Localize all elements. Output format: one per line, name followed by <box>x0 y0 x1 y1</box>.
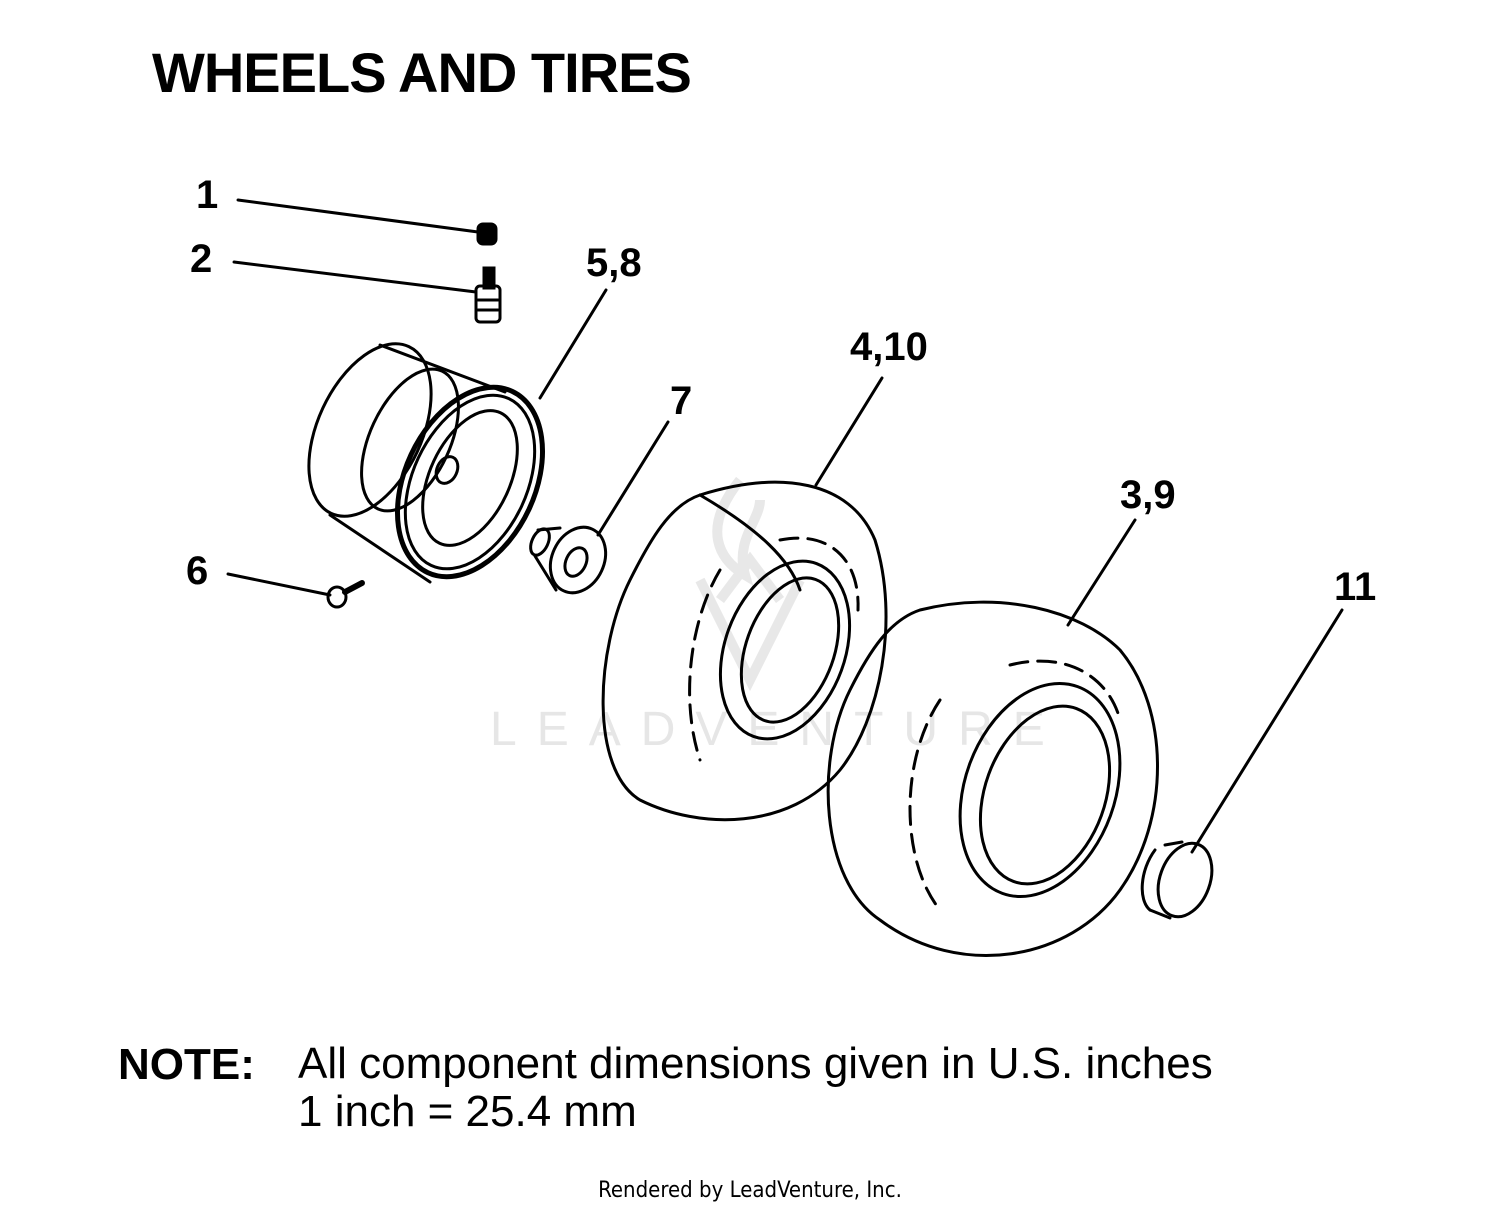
callout-1: 1 <box>196 173 218 217</box>
callout-4-10: 4,10 <box>850 325 928 369</box>
callout-3-9: 3,9 <box>1120 473 1176 517</box>
leader-line-3-9 <box>1066 518 1137 627</box>
leader-line-6 <box>226 572 332 597</box>
hub-cap <box>1140 840 1214 920</box>
note-lines: All component dimensions given in U.S. i… <box>298 1040 1213 1136</box>
valve-stem <box>474 266 502 324</box>
note-block: NOTE: All component dimensions given in … <box>118 1040 1213 1136</box>
wheel-rim <box>307 342 546 584</box>
callout-2: 2 <box>190 237 212 281</box>
leader-line-2 <box>232 260 478 294</box>
valve-cap <box>476 222 498 246</box>
front-tire <box>601 480 888 822</box>
callout-7: 7 <box>670 379 692 423</box>
leadventure-logo-icon <box>695 476 805 692</box>
leader-line-5-8 <box>538 288 608 400</box>
rear-tire <box>826 600 1159 957</box>
bushing <box>529 525 608 595</box>
lug-bolt <box>326 580 365 609</box>
page-title: WHEELS AND TIRES <box>152 41 692 104</box>
note-line-1: All component dimensions given in U.S. i… <box>298 1039 1213 1088</box>
footer-credit: Rendered by LeadVenture, Inc. <box>598 1178 902 1203</box>
callout-11: 11 <box>1334 565 1376 609</box>
watermark: LEADVENTURE <box>490 476 1065 756</box>
leader-line-4-10 <box>814 376 884 487</box>
callout-6: 6 <box>186 549 208 593</box>
leader-line-11 <box>1190 608 1344 854</box>
leader-line-1 <box>236 198 480 234</box>
note-label: NOTE: <box>118 1040 255 1089</box>
note-line-2: 1 inch = 25.4 mm <box>298 1087 637 1136</box>
watermark-text: LEADVENTURE <box>490 703 1065 756</box>
callout-5-8: 5,8 <box>586 241 642 285</box>
leader-line-7 <box>596 420 670 537</box>
